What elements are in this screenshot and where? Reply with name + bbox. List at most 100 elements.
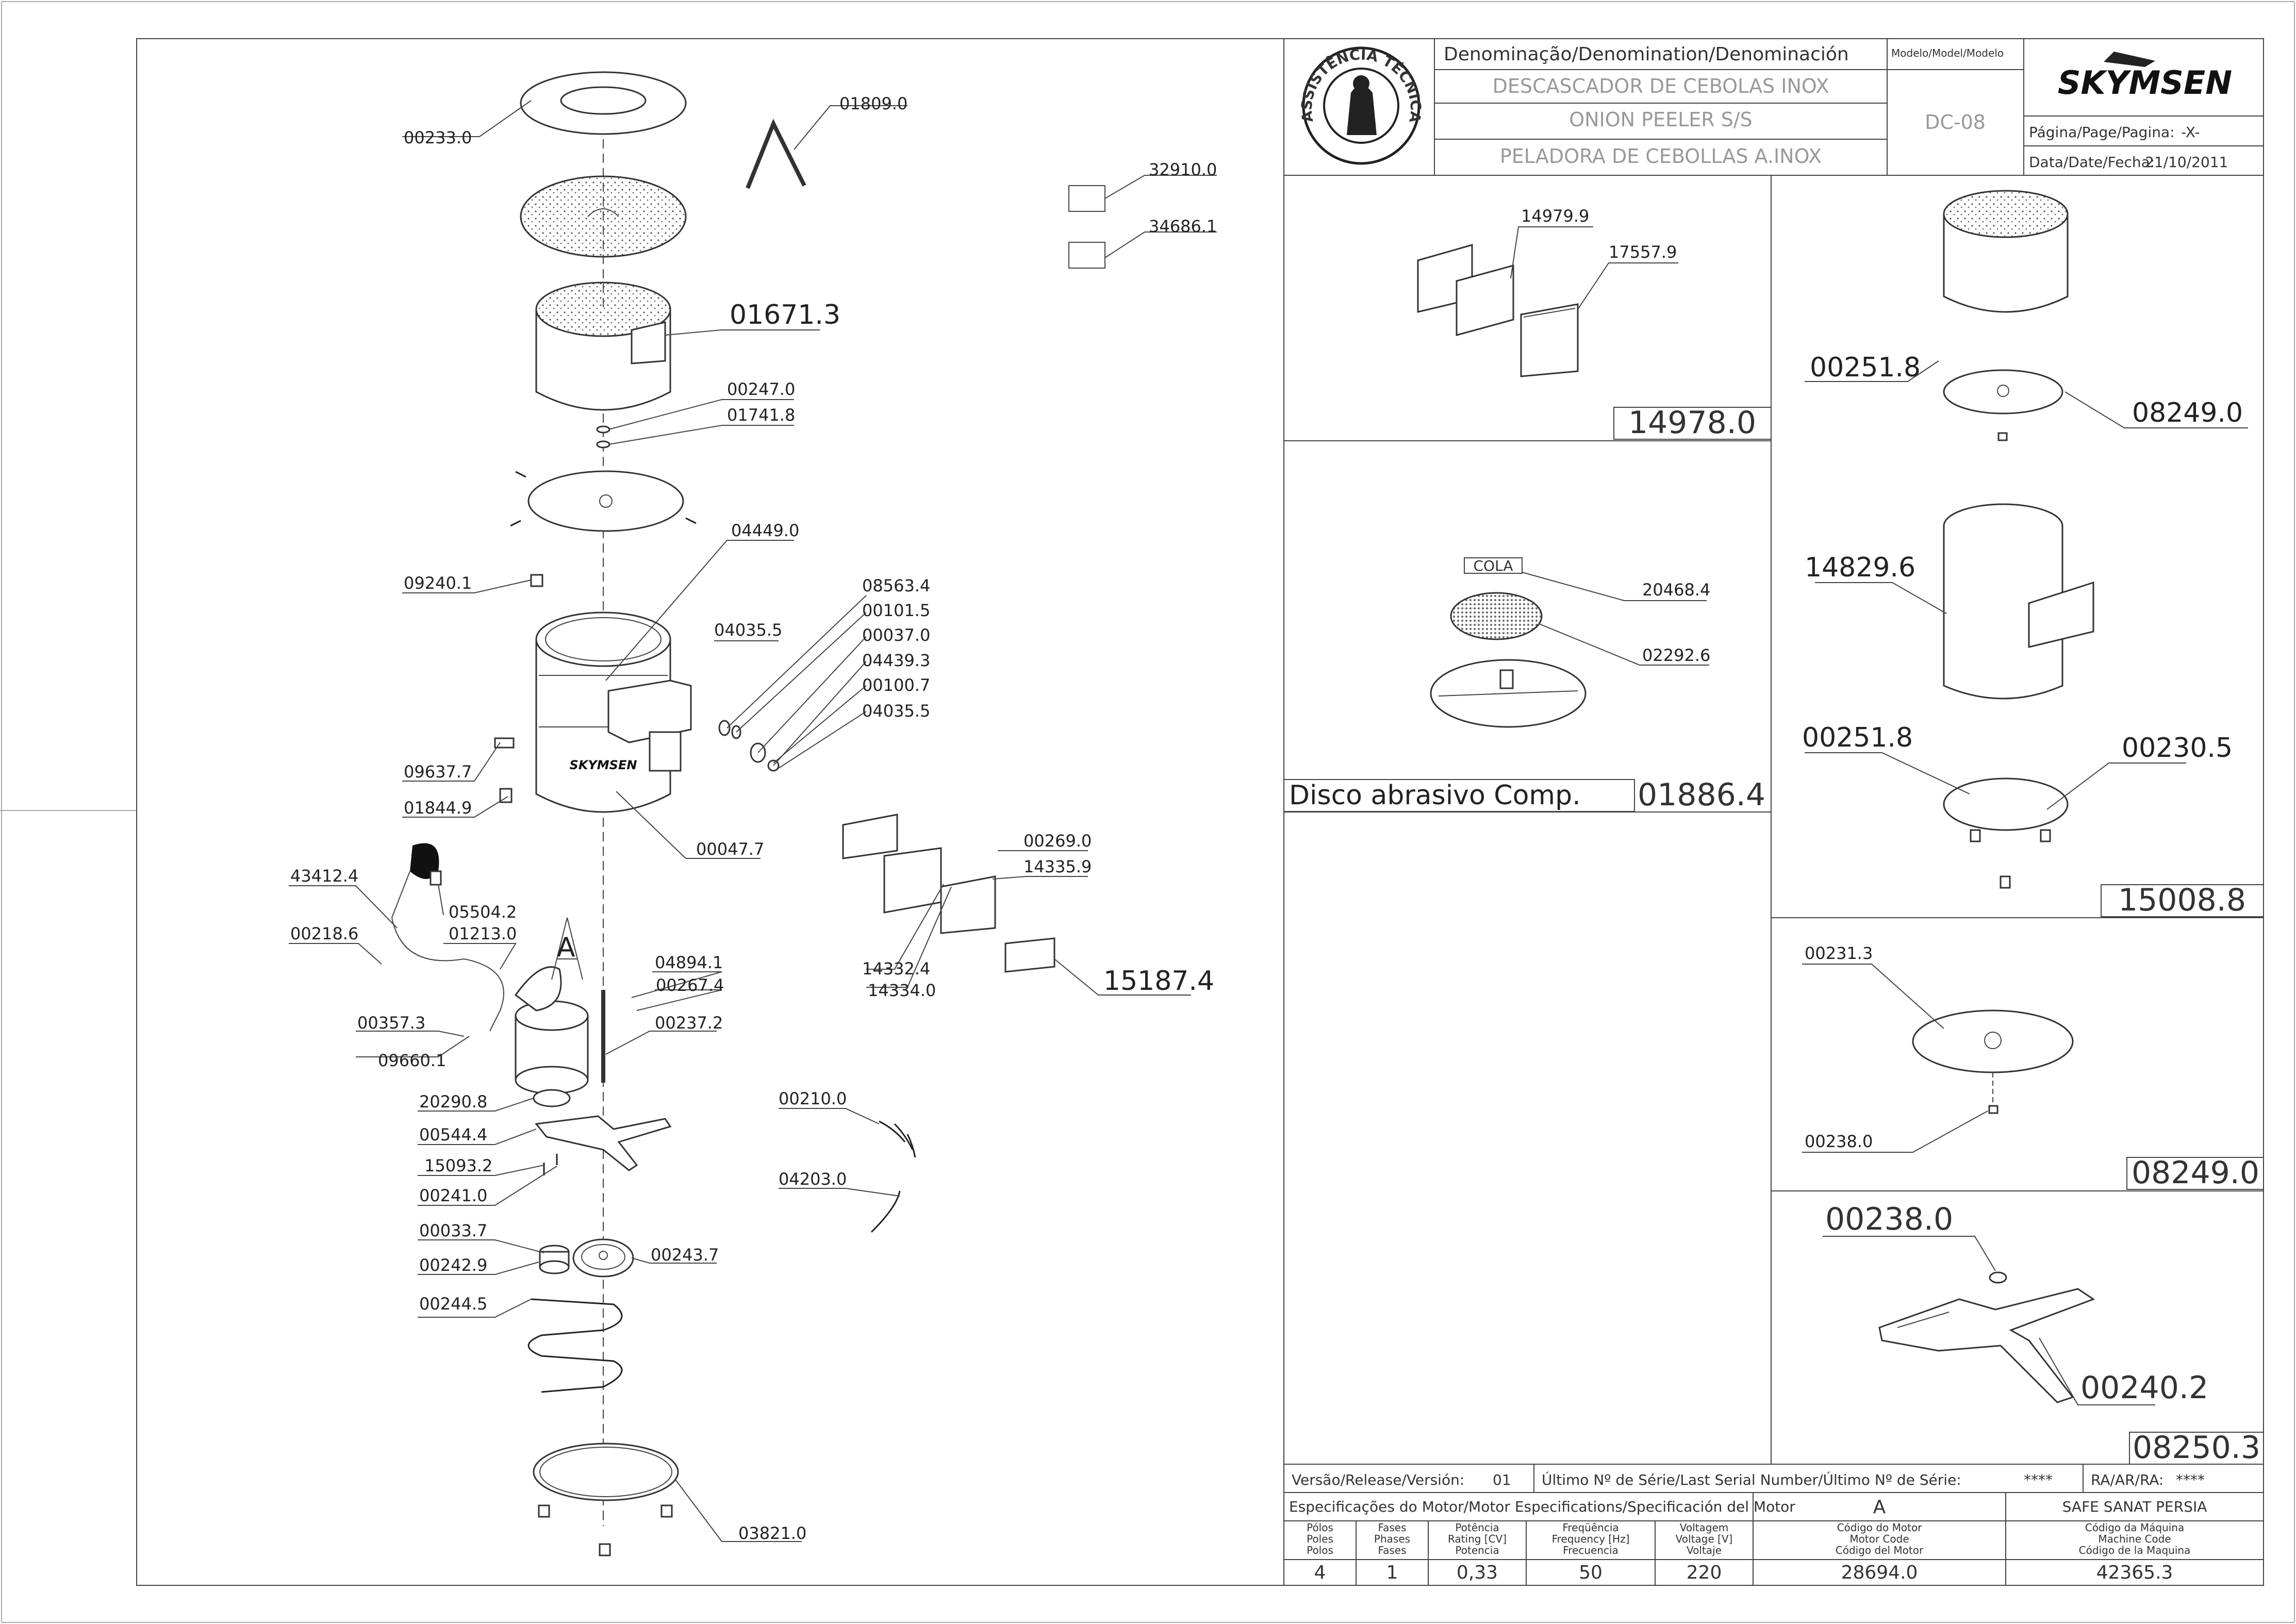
label-00233-0: 00233.0 <box>404 128 472 147</box>
page-label: Página/Page/Pagina: <box>2029 124 2175 141</box>
label-05504-2: 05504.2 <box>449 902 517 922</box>
abrasive-top-disk <box>520 175 687 258</box>
leader-lines <box>289 100 1217 1542</box>
panel3-label-e: 00230.5 <box>2122 733 2233 764</box>
voltage-h2: Voltage [V] <box>1676 1533 1733 1545</box>
label-00244-5: 00244.5 <box>419 1294 487 1314</box>
seal-text: ASSISTÊNCIA TÉCNICA AUTORIZADA <box>0 0 1424 131</box>
label-03821-0: 03821.0 <box>738 1523 806 1543</box>
panel-grid <box>1284 175 2264 1465</box>
voltage-h3: Voltaje <box>1687 1544 1722 1556</box>
panel4-label-b: 00238.0 <box>1805 1132 1873 1151</box>
label-14334-0: 14334.0 <box>868 981 936 1000</box>
label-00037-0: 00037.0 <box>862 625 930 645</box>
panel-08249: 00231.3 00238.0 08249.0 <box>1802 943 2264 1191</box>
label-00237-2: 00237.2 <box>655 1013 723 1033</box>
brand-name: SKYMSEN <box>2058 64 2232 102</box>
panel4-label-a: 00231.3 <box>1805 943 1873 963</box>
rating-value: 0,33 <box>1457 1562 1498 1583</box>
base <box>533 1443 679 1556</box>
label-00267-4: 00267.4 <box>656 975 724 995</box>
panel4-code: 08249.0 <box>2132 1155 2259 1191</box>
label-00101-5: 00101.5 <box>862 601 930 620</box>
panel5-label-b: 00240.2 <box>2080 1370 2208 1406</box>
motor-spec-label: Especificações do Motor/Motor Especifica… <box>1289 1498 1795 1515</box>
label-00210-0: 00210.0 <box>779 1089 847 1108</box>
main-body: SKYMSEN <box>535 611 692 813</box>
label-00100-7: 00100.7 <box>862 675 930 695</box>
panel2-code: 01886.4 <box>1638 777 1765 813</box>
frequency-h3: Frecuencia <box>1563 1544 1618 1556</box>
panel5-label-a: 00238.0 <box>1825 1201 1953 1237</box>
panel3-label-c: 14829.6 <box>1805 552 1915 583</box>
poles-value: 4 <box>1314 1562 1326 1583</box>
phases-h3: Fases <box>1378 1544 1406 1556</box>
spec-col-poles: Pólos Poles Polos 4 <box>1307 1521 1333 1583</box>
lid-part <box>520 71 687 135</box>
label-04449-0: 04449.0 <box>731 521 799 540</box>
version-label: Versão/Release/Versión: <box>1292 1471 1464 1488</box>
label-09240-1: 09240.1 <box>404 573 472 593</box>
label-01671-3: 01671.3 <box>730 300 840 330</box>
label-04203-0: 04203.0 <box>779 1169 847 1189</box>
motor-code-h3: Código del Motor <box>1836 1544 1924 1556</box>
main-pulley <box>572 1238 634 1278</box>
label-43412-4: 43412.4 <box>290 866 358 886</box>
version-value: 01 <box>1493 1471 1511 1488</box>
panel3-label-a: 00251.8 <box>1810 352 1921 383</box>
page-value: -X- <box>2181 124 2200 141</box>
frequency-h1: Freqüência <box>1562 1521 1618 1534</box>
poles-h3: Polos <box>1307 1544 1333 1556</box>
voltage-h1: Voltagem <box>1680 1521 1729 1534</box>
name-es: PELADORA DE CEBOLLAS A.INOX <box>1500 145 1822 168</box>
panel3-code: 15008.8 <box>2118 882 2246 918</box>
phases-h1: Fases <box>1378 1521 1406 1534</box>
poles-h2: Poles <box>1307 1533 1333 1545</box>
label-14332-4: 14332.4 <box>862 959 930 979</box>
manufacturer: SAFE SANAT PERSIA <box>2062 1498 2207 1515</box>
abrasive-cylinder <box>535 281 671 411</box>
machine-code-h3: Código de la Maquina <box>2079 1544 2191 1556</box>
label-00218-6: 00218.6 <box>290 924 358 943</box>
motor-pulley <box>539 1245 570 1274</box>
part-labels: 00233.0 01809.0 32910.0 34686.1 01671.3 … <box>290 94 1217 1543</box>
label-00544-4: 00544.4 <box>419 1125 487 1145</box>
rating-h1: Potência <box>1455 1521 1499 1534</box>
panel2-cola: COLA <box>1474 557 1513 574</box>
panel1-code: 14978.0 <box>1628 405 1756 441</box>
ra-value: **** <box>2176 1471 2205 1488</box>
spec-col-machine-code: Código da Máquina Machine Code Código de… <box>2079 1521 2191 1583</box>
label-15093-2: 15093.2 <box>424 1156 492 1175</box>
panel1-label-b: 17557.9 <box>1609 242 1677 262</box>
label-00047-7: 00047.7 <box>696 839 764 859</box>
label-01809-0: 01809.0 <box>839 94 907 113</box>
svg-text:ASSISTÊNCIA TÉCNICA AUTORIZADA: ASSISTÊNCIA TÉCNICA AUTORIZADA <box>0 0 1424 131</box>
rating-h2: Rating [CV] <box>1448 1533 1507 1545</box>
panel1-label-a: 14979.9 <box>1521 206 1589 226</box>
label-20290-8: 20290.8 <box>419 1092 487 1112</box>
authorized-service-seal: ASSISTÊNCIA TÉCNICA AUTORIZADA <box>0 0 1424 165</box>
phases-h2: Phases <box>1374 1533 1410 1545</box>
panel-15008: 00251.8 08249.0 14829.6 00251.8 00230.5 … <box>1802 190 2264 918</box>
spec-block: Versão/Release/Versión: 01 Último Nº de … <box>1284 1464 2264 1585</box>
label-32910-0: 32910.0 <box>1149 160 1217 179</box>
denomination-header: Denominação/Denomination/Denominación <box>1444 44 1849 65</box>
spec-col-voltage: Voltagem Voltage [V] Voltaje 220 <box>1676 1521 1733 1583</box>
svg-text:SKYMSEN: SKYMSEN <box>570 758 637 772</box>
label-00242-9: 00242.9 <box>419 1255 487 1275</box>
label-00357-3: 00357.3 <box>357 1013 425 1033</box>
panel3-label-d: 00251.8 <box>1802 722 1913 753</box>
frequency-value: 50 <box>1579 1562 1603 1583</box>
panel5-code: 08250.3 <box>2133 1430 2260 1466</box>
frequency-h2: Frequency [Hz] <box>1552 1533 1630 1545</box>
label-04894-1: 04894.1 <box>655 953 723 972</box>
panel2-caption: Disco abrasivo Comp. <box>1289 780 1581 811</box>
motor-code-value: 28694.0 <box>1841 1562 1918 1583</box>
rating-h3: Potencia <box>1455 1544 1499 1556</box>
label-04439-3: 04439.3 <box>862 651 930 670</box>
poles-h1: Pólos <box>1307 1521 1333 1534</box>
label-00241-0: 00241.0 <box>419 1186 487 1205</box>
spec-col-frequency: Freqüência Frequency [Hz] Frecuencia 50 <box>1552 1521 1630 1583</box>
